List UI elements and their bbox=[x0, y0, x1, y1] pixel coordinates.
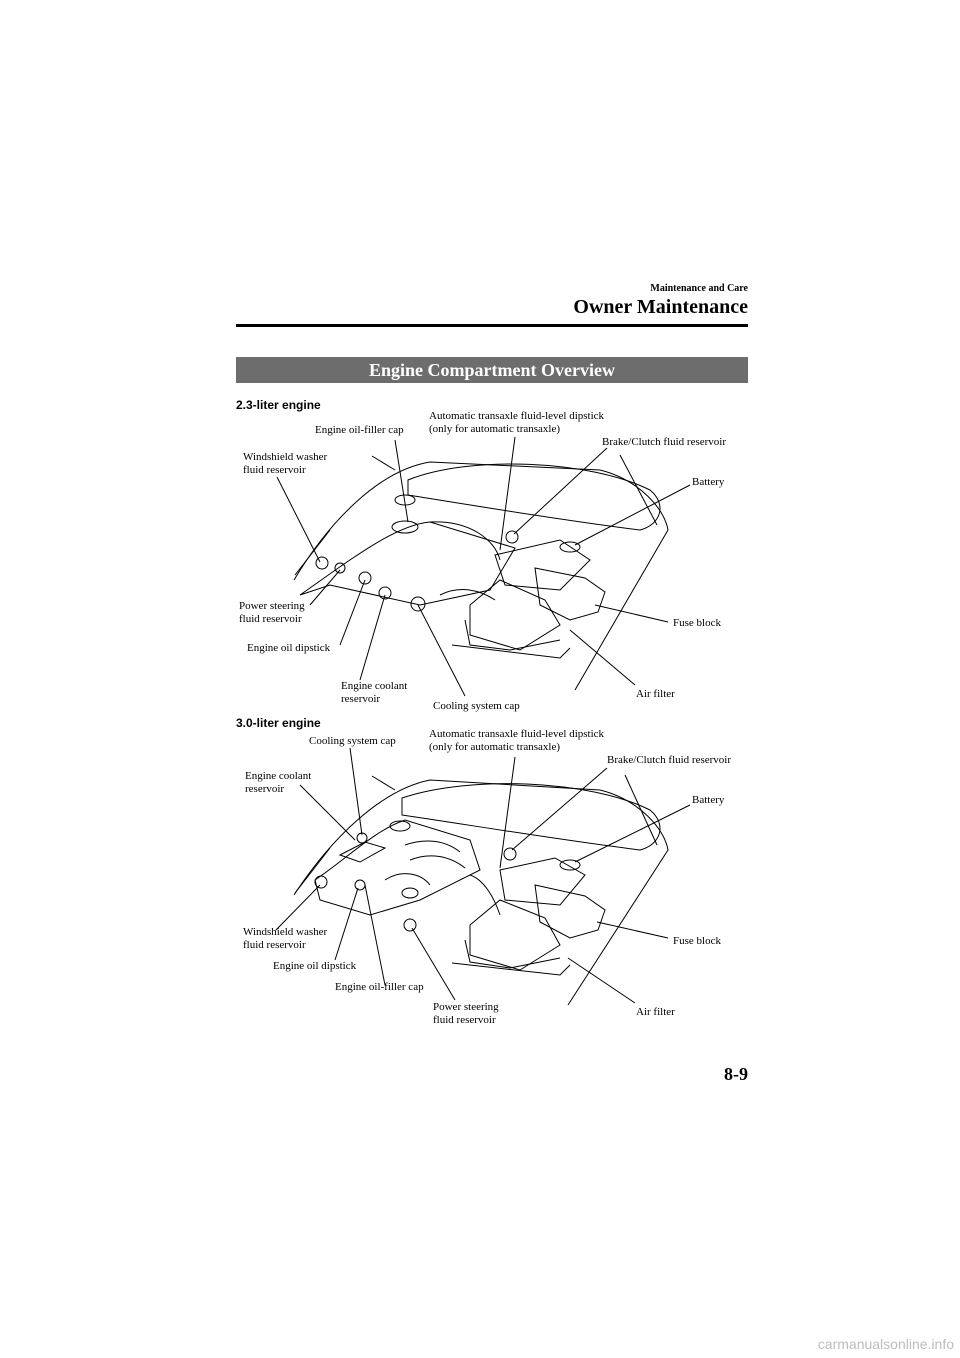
engine-30-brake-reservoir-label: Brake/Clutch fluid reservoir bbox=[607, 754, 732, 766]
engine-30-fuse-block-label: Fuse block bbox=[673, 935, 721, 947]
engine-30-power-steering-label: Power steering fluid reservoir bbox=[433, 1001, 499, 1026]
engine-23-illustration bbox=[276, 436, 691, 697]
engine-23-air-filter-label: Air filter bbox=[636, 688, 675, 700]
header-rule bbox=[236, 324, 748, 327]
watermark: carmanualsonline.info bbox=[817, 1336, 954, 1352]
engine-30-air-filter-label: Air filter bbox=[636, 1006, 675, 1018]
engine-23-heading: 2.3-liter engine bbox=[236, 398, 321, 412]
engine-30-cooling-cap-label: Cooling system cap bbox=[309, 735, 396, 747]
engine-30-washer-reservoir-label: Windshield washer fluid reservoir bbox=[243, 926, 328, 951]
engine-23-brake-reservoir-label: Brake/Clutch fluid reservoir bbox=[602, 436, 727, 448]
engine-23-atf-dipstick-label: Automatic transaxle fluid-level dipstick… bbox=[429, 410, 605, 435]
engine-23-oil-dipstick-label: Engine oil dipstick bbox=[247, 642, 331, 654]
engine-30-illustration bbox=[275, 747, 691, 1006]
section-banner: Engine Compartment Overview bbox=[236, 357, 748, 383]
engine-30-atf-dipstick-label: Automatic transaxle fluid-level dipstick… bbox=[429, 728, 605, 753]
engine-30-battery-label: Battery bbox=[692, 794, 725, 806]
chapter-title: Maintenance and Care bbox=[650, 283, 748, 294]
engine-30-oil-filler-cap-label: Engine oil-filler cap bbox=[335, 981, 424, 993]
section-title: Owner Maintenance bbox=[573, 296, 748, 318]
engine-23-oil-filler-cap-label: Engine oil-filler cap bbox=[315, 424, 404, 436]
page-number: 8-9 bbox=[724, 1064, 748, 1084]
engine-23-power-steering-label: Power steering fluid reservoir bbox=[239, 600, 305, 625]
engine-23-washer-reservoir-label: Windshield washer fluid reservoir bbox=[243, 451, 328, 476]
engine-30-heading: 3.0-liter engine bbox=[236, 716, 321, 730]
engine-30-oil-dipstick-label: Engine oil dipstick bbox=[273, 960, 357, 972]
engine-30-coolant-reservoir-label: Engine coolant reservoir bbox=[245, 770, 312, 795]
engine-23-battery-label: Battery bbox=[692, 476, 725, 488]
engine-23-coolant-reservoir-label: Engine coolant reservoir bbox=[341, 680, 408, 705]
engine-23-fuse-block-label: Fuse block bbox=[673, 617, 721, 629]
engine-23-cooling-cap-label: Cooling system cap bbox=[433, 700, 520, 712]
